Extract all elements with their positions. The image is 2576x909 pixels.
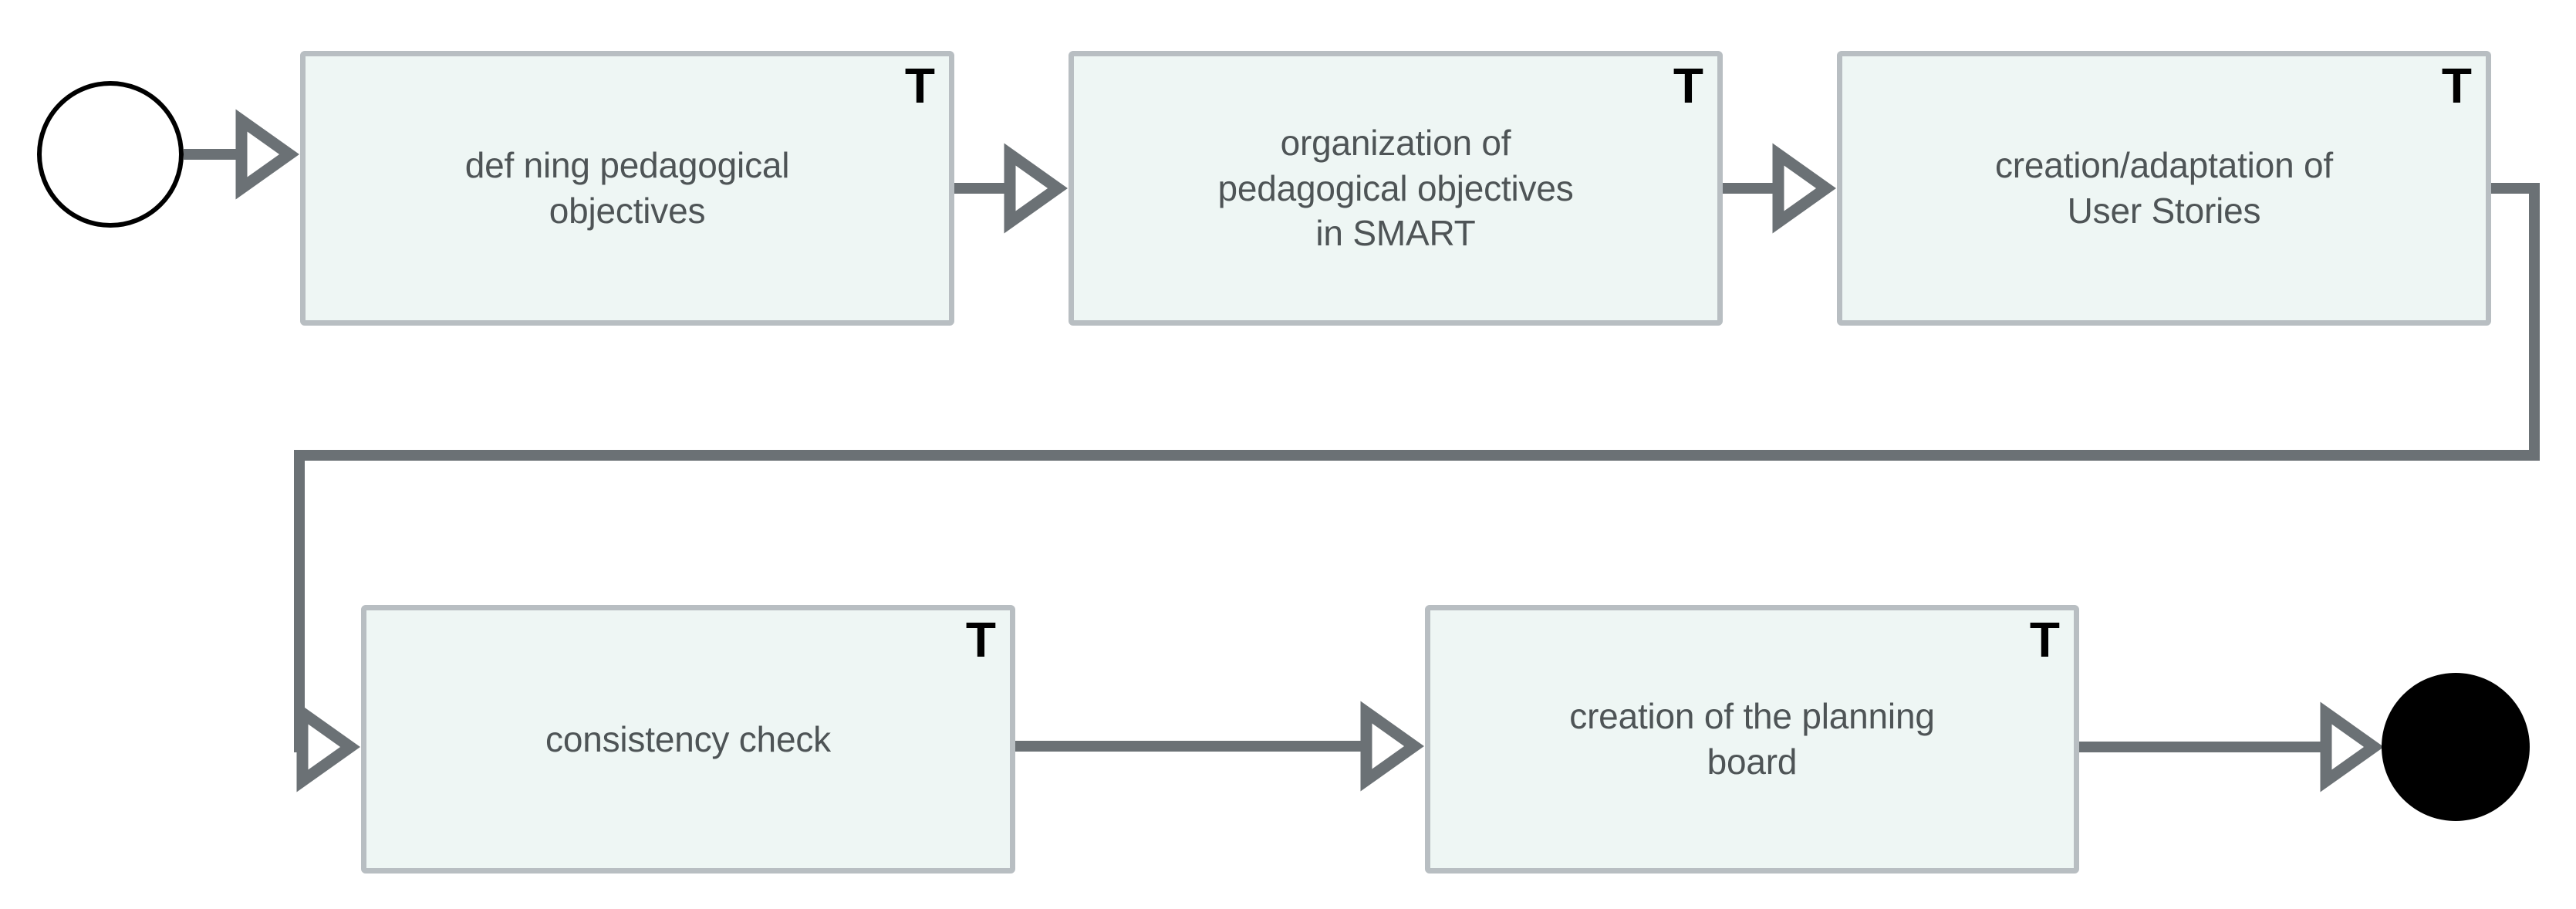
task-label: creation/adaptation of User Stories	[1994, 145, 2334, 231]
arrowhead-icon	[2320, 701, 2384, 792]
arrowhead-icon	[296, 701, 360, 792]
task-organization-of-pedagogical-objectives-in-smart[interactable]: organization of pedagogical objectives i…	[1069, 51, 1723, 326]
arrowhead-icon	[1360, 701, 1424, 792]
task-label: def ning pedagogical objectives	[464, 145, 790, 231]
task-label: creation of the planning board	[1569, 696, 1935, 782]
task-defining-pedagogical-objectives[interactable]: def ning pedagogical objectives T	[300, 51, 954, 326]
start-event[interactable]	[37, 81, 184, 228]
flow-creation-us-to-consistency-check	[294, 183, 2540, 792]
flow-start-to-defining	[184, 109, 299, 200]
manual-task-marker-icon: T	[1673, 58, 1703, 113]
task-creation-of-the-planning-board[interactable]: creation of the planning board T	[1425, 605, 2079, 874]
flow-planning-board-to-end	[2079, 701, 2384, 792]
end-event[interactable]	[2382, 673, 2530, 821]
arrowhead-icon	[1772, 143, 1836, 234]
task-consistency-check[interactable]: consistency check T	[361, 605, 1015, 874]
task-label: consistency check	[545, 718, 831, 759]
flow-organization-to-creation-us	[1723, 143, 1836, 234]
arrowhead-icon	[1004, 143, 1068, 234]
manual-task-marker-icon: T	[2029, 612, 2060, 667]
manual-task-marker-icon: T	[2441, 58, 2472, 113]
arrowhead-icon	[235, 109, 299, 200]
task-creation-adaptation-of-user-stories[interactable]: creation/adaptation of User Stories T	[1837, 51, 2491, 326]
flow-defining-to-organization	[954, 143, 1068, 234]
flow-consistency-check-to-planning-board	[1015, 701, 1424, 792]
manual-task-marker-icon: T	[965, 612, 996, 667]
manual-task-marker-icon: T	[904, 58, 935, 113]
task-label: organization of pedagogical objectives i…	[1217, 122, 1574, 254]
